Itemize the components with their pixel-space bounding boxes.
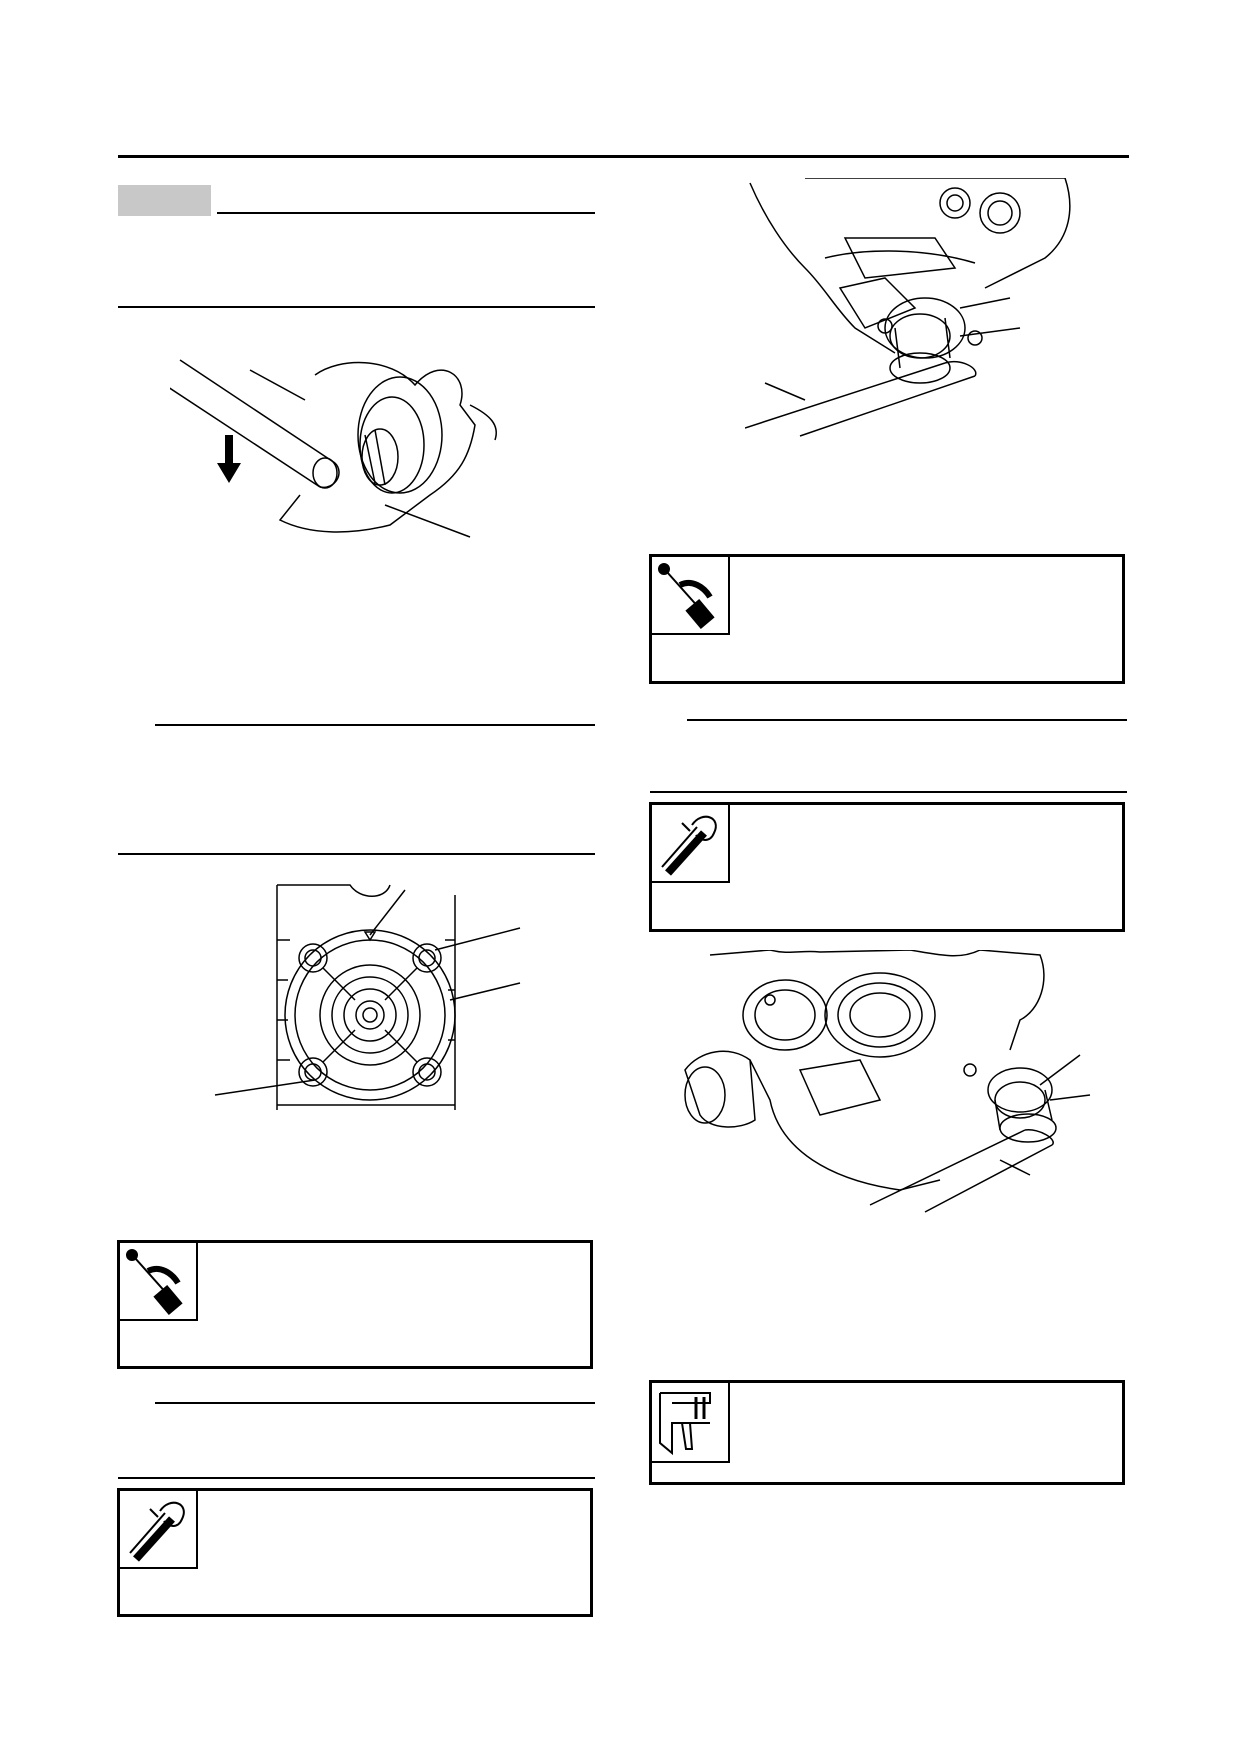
figure-crankcase-bottom xyxy=(680,950,1100,1215)
note-rule-bottom-2 xyxy=(118,1477,595,1479)
note-rule-bottom-right xyxy=(650,791,1127,793)
section-divider xyxy=(118,306,595,308)
note-rule-top-2 xyxy=(155,1402,595,1404)
header-rule xyxy=(118,155,1129,158)
special-tool-box-right xyxy=(649,802,1125,932)
measurement-box-right xyxy=(649,1380,1125,1485)
note-rule-top-right xyxy=(687,719,1127,721)
torque-wrench-icon xyxy=(658,563,715,629)
special-tool-icon-cell xyxy=(120,1491,198,1569)
figure-crankcase-top xyxy=(745,178,1085,438)
figure-housing-cover xyxy=(210,880,530,1115)
special-tool-icon-cell-right xyxy=(652,805,730,883)
torque-wrench-icon xyxy=(126,1249,183,1315)
special-tool-box-left xyxy=(117,1488,593,1617)
special-tool-icon xyxy=(129,1501,185,1562)
torque-spec-box-left xyxy=(117,1240,593,1369)
section-tab xyxy=(118,185,211,216)
figure-shaft-wrench xyxy=(170,345,550,540)
note-rule-bottom xyxy=(118,853,595,855)
special-tool-icon xyxy=(661,815,717,876)
caliper-icon-cell xyxy=(652,1383,730,1463)
torque-icon-cell xyxy=(120,1243,198,1321)
torque-icon-cell-right xyxy=(652,557,730,635)
note-rule-top xyxy=(155,724,595,726)
section-heading-rule xyxy=(217,212,595,214)
vernier-caliper-icon xyxy=(659,1392,711,1456)
torque-spec-box-right xyxy=(649,554,1125,684)
